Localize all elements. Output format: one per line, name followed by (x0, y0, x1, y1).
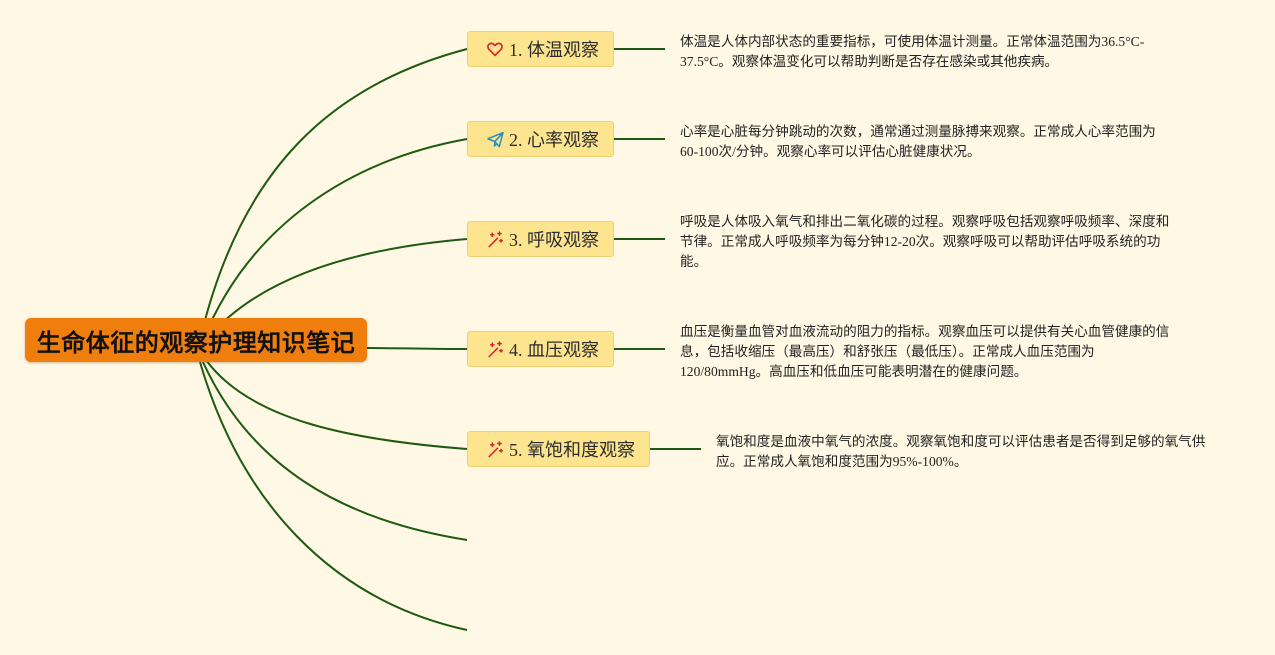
topic-label: 2. 心率观察 (509, 130, 599, 150)
topic-label: 5. 氧饱和度观察 (509, 440, 635, 460)
paper-plane-icon (485, 129, 505, 149)
topic-blood-pressure[interactable]: 4. 血压观察 (467, 331, 614, 367)
branch-connector-6 (202, 361, 468, 541)
topic-note-temperature: 体温是人体内部状态的重要指标，可使用体温计测量。正常体温范围为36.5°C-37… (680, 34, 1145, 69)
topic-label: 1. 体温观察 (509, 40, 599, 60)
central-topic-title: 生命体征的观察护理知识笔记 (36, 328, 356, 357)
sparkle-wand-icon (485, 339, 505, 359)
branch-connector-2 (202, 138, 468, 341)
topic-note-blood-pressure: 血压是衡量血管对血液流动的阻力的指标。观察血压可以提供有关心血管健康的信息，包括… (680, 324, 1170, 379)
branch-connector-3 (205, 238, 468, 341)
topic-note-oxygen-saturation: 氧饱和度是血液中氧气的浓度。观察氧饱和度可以评估患者是否得到足够的氧气供应。正常… (716, 434, 1206, 469)
sparkle-wand-icon (485, 439, 505, 459)
topic-note-heart-rate: 心率是心脏每分钟跳动的次数，通常通过测量脉搏来观察。正常成人心率范围为60-10… (680, 124, 1156, 159)
central-topic[interactable]: 生命体征的观察护理知识笔记 (25, 318, 367, 362)
topic-label: 4. 血压观察 (509, 340, 599, 360)
topic-respiration[interactable]: 3. 呼吸观察 (467, 221, 614, 257)
sparkle-wand-icon (485, 229, 505, 249)
branch-connector-4 (366, 347, 468, 350)
branch-connector-7 (199, 361, 468, 631)
branch-connector-1 (199, 48, 468, 341)
topic-note-respiration: 呼吸是人体吸入氧气和排出二氧化碳的过程。观察呼吸包括观察呼吸频率、深度和节律。正… (680, 214, 1170, 269)
topic-temperature[interactable]: 1. 体温观察 (467, 31, 614, 67)
topic-label: 3. 呼吸观察 (509, 230, 599, 250)
topic-oxygen-saturation[interactable]: 5. 氧饱和度观察 (467, 431, 650, 467)
heart-icon (485, 39, 505, 59)
topic-heart-rate[interactable]: 2. 心率观察 (467, 121, 614, 157)
branch-connector-5 (205, 359, 468, 450)
